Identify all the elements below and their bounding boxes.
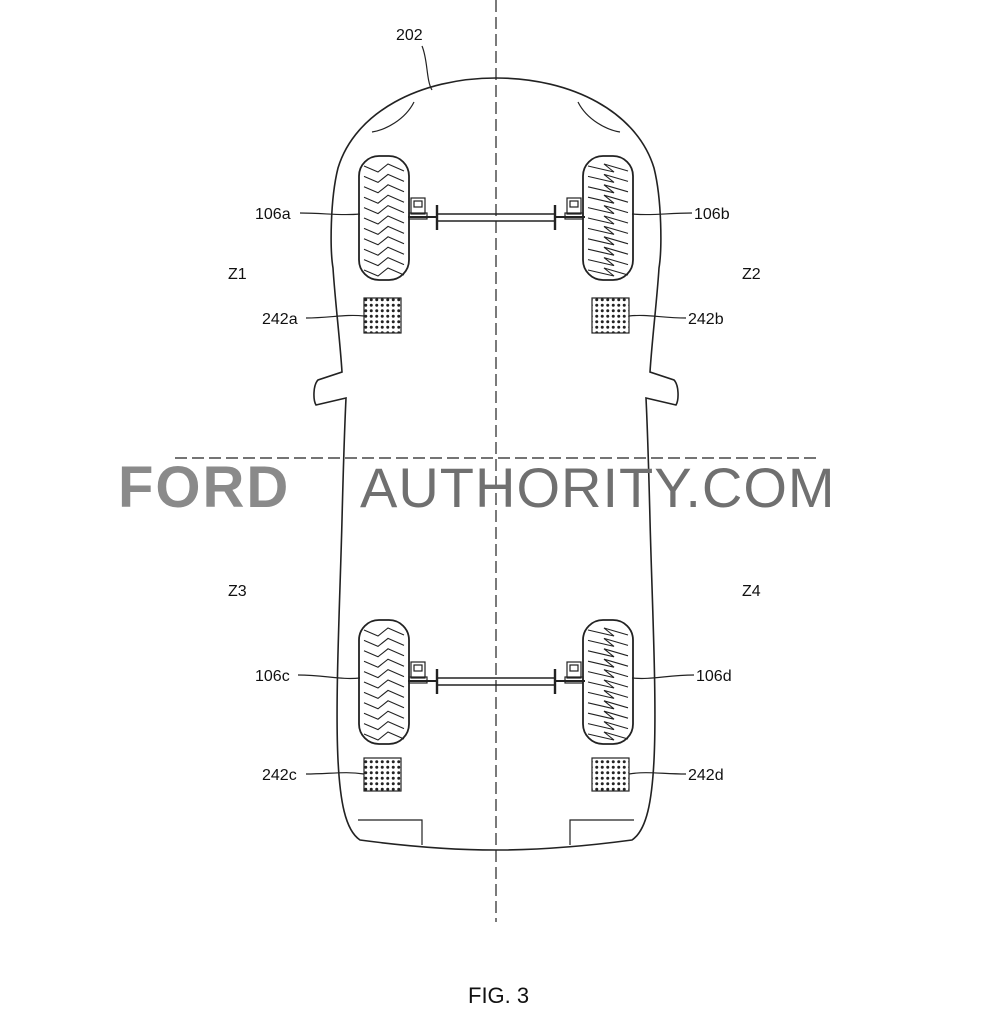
label-z1: Z1 [228,266,247,283]
vehicle-body-outline [313,77,679,851]
wheel-106c [358,619,410,745]
sensor-array-242d [591,757,630,792]
watermark: FORD AUTHORITY.COM [118,455,836,520]
rear-axle [408,669,585,694]
leader-106c [297,674,361,680]
label-106a: 106a [255,206,291,223]
leader-202 [421,45,433,91]
rear-lamp-left [358,819,423,845]
headlight-right [577,101,621,133]
headlight-left [371,101,415,133]
wheel-106a [358,155,410,281]
wheel-actuator-fl [408,197,428,220]
watermark-brand: FORD [118,455,290,520]
label-z2: Z2 [742,266,761,283]
leader-242c [305,772,365,775]
label-106c: 106c [255,668,290,685]
leader-106a [299,212,361,216]
sensor-array-242c [363,757,402,792]
rear-lamp-right [569,819,634,845]
leader-242b [628,314,687,319]
figure-caption: FIG. 3 [468,983,529,1008]
label-106d: 106d [696,668,732,685]
label-z3: Z3 [228,583,247,600]
wheel-actuator-rr [564,661,584,684]
label-242c: 242c [262,767,297,784]
label-202: 202 [396,27,423,44]
leader-106b [631,212,693,216]
sensor-array-242b [591,297,630,334]
wheel-actuator-rl [408,661,428,684]
sensor-array-242a [363,297,402,334]
watermark-domain: AUTHORITY.COM [360,456,836,519]
leader-106d [631,674,695,680]
label-242b: 242b [688,311,724,328]
wheel-106b [582,155,634,281]
wheel-106d [582,619,634,745]
wheel-actuator-fr [564,197,584,220]
leader-242d [628,772,687,775]
label-242a: 242a [262,311,298,328]
leader-242a [305,314,365,319]
label-106b: 106b [694,206,730,223]
label-242d: 242d [688,767,724,784]
front-axle [408,205,585,230]
label-z4: Z4 [742,583,761,600]
